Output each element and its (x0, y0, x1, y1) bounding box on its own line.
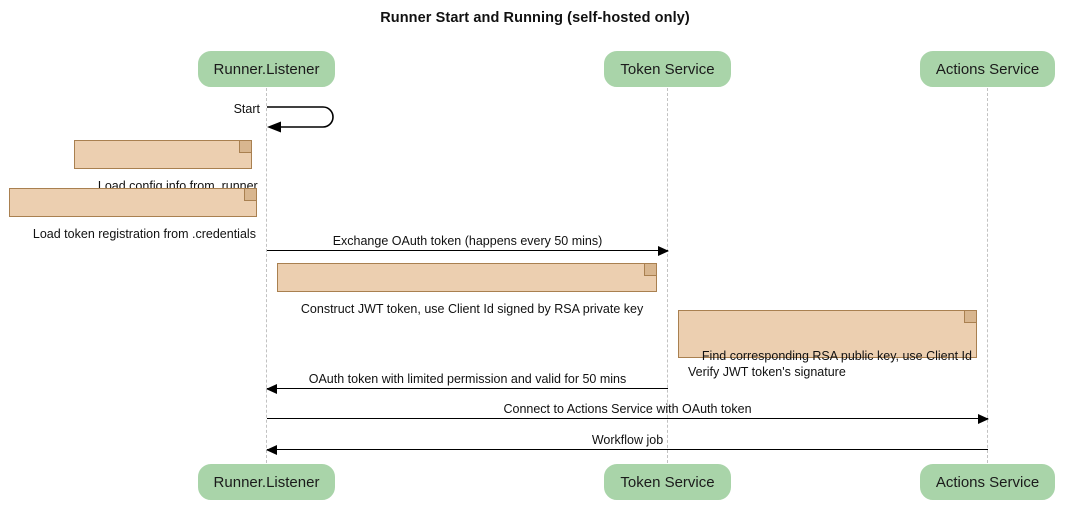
participant-token-top[interactable]: Token Service (604, 51, 731, 87)
lifeline-token (667, 88, 668, 463)
selfloop-path-icon (267, 106, 334, 133)
message-oauth-return: OAuth token with limited permission and … (266, 372, 668, 394)
note-verify-jwt: Find corresponding RSA public key, use C… (678, 310, 977, 379)
participant-runner-bottom[interactable]: Runner.Listener (198, 464, 335, 500)
arrowhead-left-icon (266, 444, 277, 455)
message-oauth-return-label: OAuth token with limited permission and … (308, 372, 627, 386)
participant-token-bottom[interactable]: Token Service (604, 464, 731, 500)
message-exchange-oauth: Exchange OAuth token (happens every 50 m… (267, 234, 669, 256)
arrowhead-right-icon (658, 245, 669, 256)
lifeline-runner (266, 88, 267, 463)
note-fold-corner-icon (244, 189, 256, 201)
participant-actions-top[interactable]: Actions Service (920, 51, 1055, 87)
note-fold-corner-icon (239, 141, 251, 153)
note-load-credentials: Load token registration from .credential… (9, 188, 257, 241)
note-fold-corner-icon (644, 264, 656, 276)
message-connect-actions: Connect to Actions Service with OAuth to… (267, 402, 989, 424)
message-connect-actions-label: Connect to Actions Service with OAuth to… (503, 402, 752, 416)
lifeline-actions (987, 88, 988, 463)
message-workflow-job: Workflow job (266, 433, 988, 455)
participant-actions-bottom[interactable]: Actions Service (920, 464, 1055, 500)
participant-runner-top[interactable]: Runner.Listener (198, 51, 335, 87)
diagram-title: Runner Start and Running (self-hosted on… (380, 10, 690, 26)
message-start-selfloop (266, 100, 346, 134)
note-load-credentials-text: Load token registration from .credential… (32, 227, 256, 241)
note-fold-corner-icon (964, 311, 976, 323)
arrowhead-left-icon (266, 383, 277, 394)
message-exchange-oauth-label: Exchange OAuth token (happens every 50 m… (332, 234, 603, 248)
message-workflow-job-label: Workflow job (591, 433, 664, 447)
note-construct-jwt: Construct JWT token, use Client Id signe… (277, 263, 657, 316)
note-verify-jwt-text: Find corresponding RSA public key, use C… (688, 349, 972, 379)
note-load-config: Load config info from .runner (74, 140, 258, 193)
note-construct-jwt-text: Construct JWT token, use Client Id signe… (300, 302, 644, 316)
arrowhead-right-icon (978, 413, 989, 424)
message-start-label: Start (233, 102, 260, 116)
